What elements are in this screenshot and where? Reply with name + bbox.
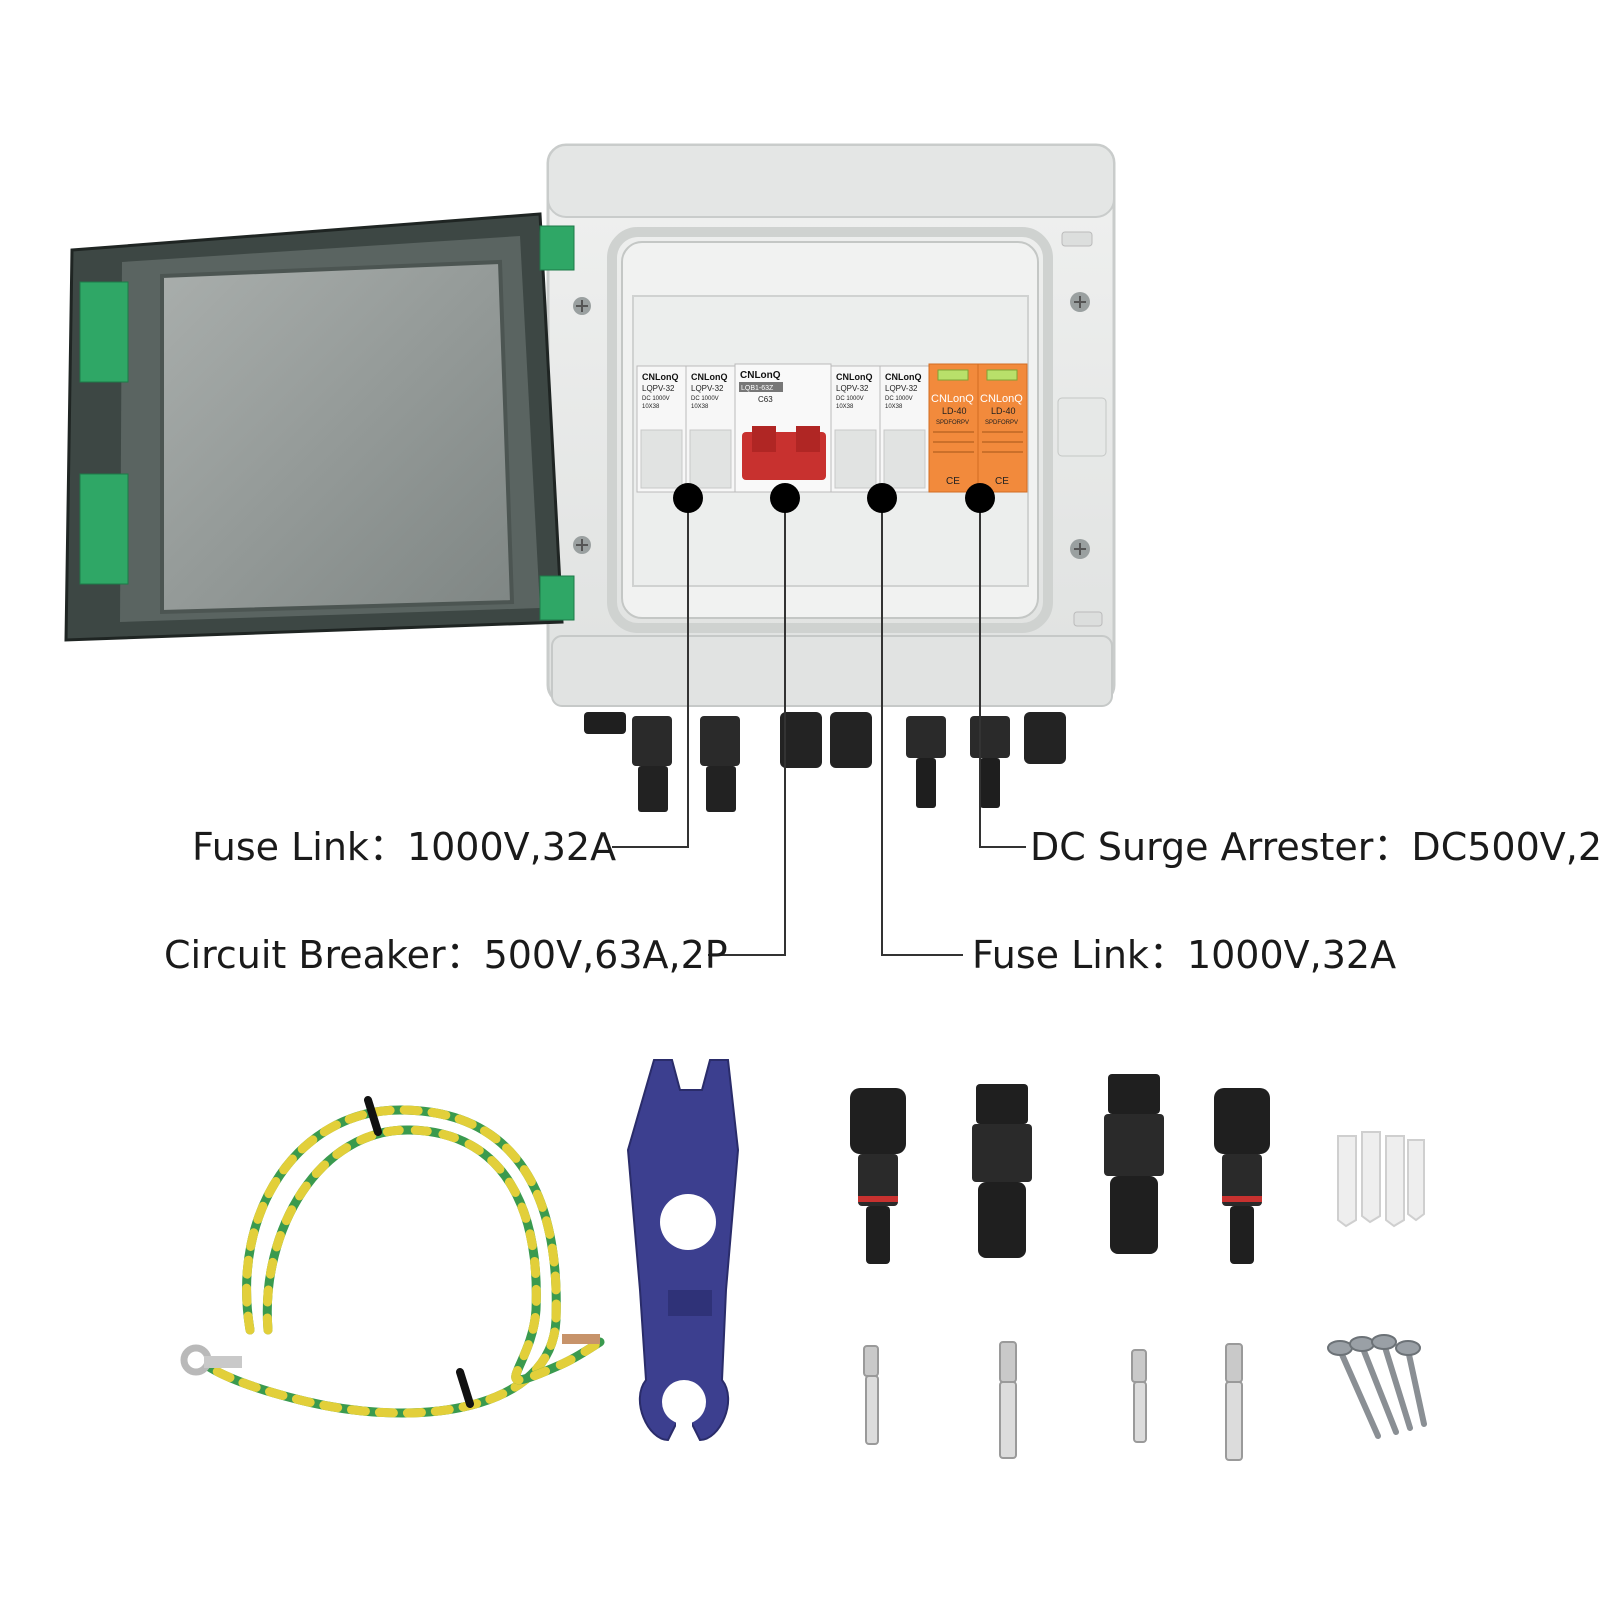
spd-ce-label: CE xyxy=(946,476,960,487)
spd-type-label: SPDFORPV xyxy=(936,420,969,426)
fuse-brand-label: CNLonQ xyxy=(642,372,679,382)
surge-arrester: CNLonQ LD-40 SPDFORPV CE xyxy=(977,363,1028,493)
screw-heads xyxy=(1327,1334,1421,1356)
circuit-breaker: CNLonQ LQB1-63Z C63 xyxy=(734,363,832,493)
fuse-rating-label: DC 1000V xyxy=(642,396,670,402)
fuse-model-label: LQPV-32 xyxy=(836,384,869,393)
fuse-holder: CNLonQ LQPV-32 DC 1000V 10X38 xyxy=(636,365,687,493)
callout-dot xyxy=(673,483,995,513)
breaker-brand-label: CNLonQ xyxy=(740,370,781,381)
wall-anchor-icon xyxy=(1337,1131,1425,1228)
ground-wire xyxy=(180,1096,605,1418)
spd-brand-label: CNLonQ xyxy=(931,393,974,405)
fuse-holder: CNLonQ LQPV-32 DC 1000V 10X38 xyxy=(685,365,736,493)
fuse-model-label: LQPV-32 xyxy=(691,384,724,393)
spd-ce-label: CE xyxy=(995,476,1009,487)
fuse-rating-label: DC 1000V xyxy=(691,396,719,402)
screws-icon xyxy=(1337,1341,1427,1439)
callout-circuit-breaker: Circuit Breaker：500V,63A,2P xyxy=(164,933,728,977)
surge-arrester: CNLonQ LD-40 SPDFORPV CE xyxy=(928,363,979,493)
cable-glands xyxy=(584,712,1066,812)
callout-fuse-link-right: Fuse Link：1000V,32A xyxy=(972,933,1396,977)
contact-pin-icon xyxy=(863,1341,1243,1461)
fuse-size-label: 10X38 xyxy=(885,404,903,410)
fuse-holder: CNLonQ LQPV-32 DC 1000V 10X38 xyxy=(830,365,881,493)
breaker-model-label: LQB1-63Z xyxy=(741,385,774,392)
fuse-brand-label: CNLonQ xyxy=(691,372,728,382)
fuse-size-label: 10X38 xyxy=(691,404,709,410)
fuse-rating-label: DC 1000V xyxy=(836,396,864,402)
fuse-rating-label: DC 1000V xyxy=(885,396,913,402)
fuse-size-label: 10X38 xyxy=(642,404,660,410)
callout-leaders xyxy=(612,498,1026,956)
callout-fuse-link-left: Fuse Link：1000V,32A xyxy=(192,825,616,869)
spd-brand-label: CNLonQ xyxy=(980,393,1023,405)
fuse-brand-label: CNLonQ xyxy=(836,372,873,382)
mc4-wrench-icon xyxy=(626,1059,740,1444)
enclosure-door xyxy=(64,212,575,642)
spd-model-label: LD-40 xyxy=(991,406,1016,416)
breaker-rating-label: C63 xyxy=(758,395,773,404)
enclosure: CNLonQ LQPV-32 DC 1000V 10X38 CNLonQ LQP… xyxy=(546,143,1116,707)
screw-icon xyxy=(573,292,1090,559)
spd-model-label: LD-40 xyxy=(942,406,967,416)
mc4-connector-icon xyxy=(850,1074,1270,1264)
fuse-size-label: 10X38 xyxy=(836,404,854,410)
fuse-model-label: LQPV-32 xyxy=(642,384,675,393)
callout-surge-arrester: DC Surge Arrester：DC500V,2P xyxy=(1030,825,1600,869)
spd-type-label: SPDFORPV xyxy=(985,420,1018,426)
fuse-brand-label: CNLonQ xyxy=(885,372,922,382)
fuse-model-label: LQPV-32 xyxy=(885,384,918,393)
fuse-holder: CNLonQ LQPV-32 DC 1000V 10X38 xyxy=(879,365,930,493)
hinge xyxy=(79,225,575,621)
